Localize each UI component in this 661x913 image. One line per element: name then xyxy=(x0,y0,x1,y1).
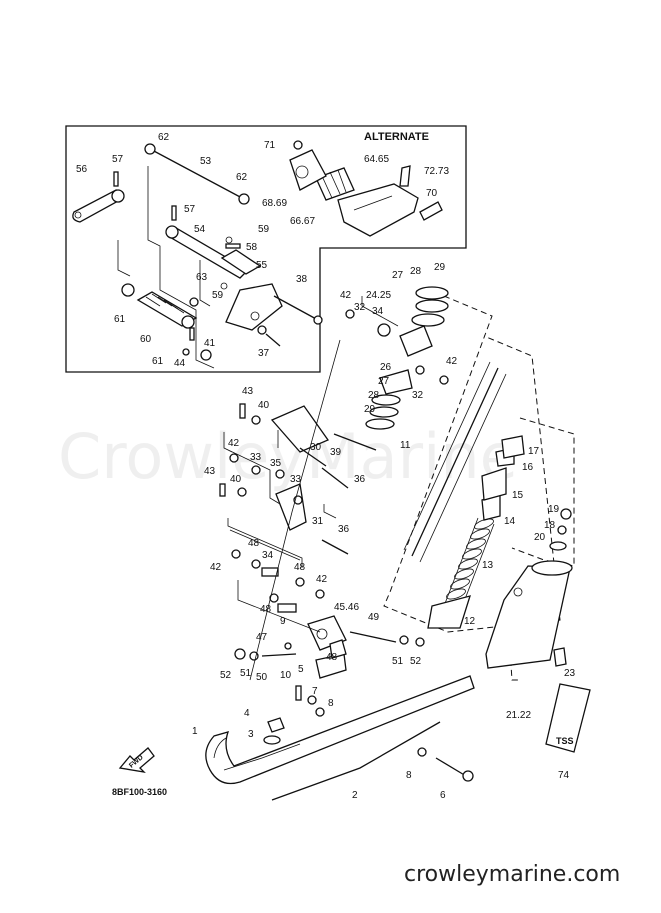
inset-parts xyxy=(72,140,443,369)
callout-label: 10 xyxy=(280,670,292,681)
callout-label: 41 xyxy=(204,338,216,349)
callout-label: 43 xyxy=(242,386,254,397)
callout-label: 23 xyxy=(564,668,576,679)
callout-label: 52 xyxy=(410,656,422,667)
callout-label: 39 xyxy=(330,447,342,458)
callout-label: 38 xyxy=(296,274,308,285)
callout-label: 48 xyxy=(294,562,306,573)
callout-label: 42 xyxy=(316,574,328,585)
callout-label: 30 xyxy=(310,442,322,453)
callout-label: 36 xyxy=(338,524,350,535)
callout-label: 27 xyxy=(392,270,404,281)
callout-label: 51 xyxy=(392,656,404,667)
callout-label: 28 xyxy=(368,390,380,401)
callout-label: 58 xyxy=(246,242,258,253)
tag-label: TSS xyxy=(556,736,574,746)
callout-label: 59 xyxy=(258,224,270,235)
callout-label: 47 xyxy=(256,632,268,643)
callout-label: 29 xyxy=(364,404,376,415)
callout-label: 26 xyxy=(380,362,392,373)
callout-label: 18 xyxy=(544,520,556,531)
callout-label: 33 xyxy=(290,474,302,485)
callout-label: 57 xyxy=(112,154,124,165)
callout-label: 33 xyxy=(250,452,262,463)
callout-label: 21.22 xyxy=(506,710,531,721)
callout-label: 11 xyxy=(400,440,411,451)
callout-label: 68.69 xyxy=(262,198,287,209)
website-text: crowleymarine.com xyxy=(404,862,620,887)
callout-label: 24.25 xyxy=(366,290,391,301)
callout-label: 53 xyxy=(200,156,212,167)
callout-label: 52 xyxy=(220,670,232,681)
callout-label: 14 xyxy=(504,516,516,527)
callout-label: 49 xyxy=(368,612,380,623)
callout-label: 64.65 xyxy=(364,154,389,165)
callout-label: 63 xyxy=(196,272,208,283)
callout-label: 48 xyxy=(248,538,260,549)
callout-label: 13 xyxy=(482,560,494,571)
callout-label: 61 xyxy=(152,356,164,367)
callout-label: 7 xyxy=(312,686,318,697)
callout-label: 43 xyxy=(204,466,216,477)
callout-label: 40 xyxy=(230,474,242,485)
callout-label: 48 xyxy=(326,652,338,663)
callout-label: 28 xyxy=(410,266,422,277)
callout-label: 1 xyxy=(192,726,198,737)
callout-label: 31 xyxy=(312,516,324,527)
callout-label: 74 xyxy=(558,770,570,781)
callout-label: 56 xyxy=(76,164,88,175)
callout-label: 6 xyxy=(440,790,446,801)
callout-label: 62 xyxy=(158,132,170,143)
callout-label: 8 xyxy=(406,770,412,781)
callout-label: 34 xyxy=(372,306,384,317)
callout-label: 66.67 xyxy=(290,216,315,227)
callout-label: 27 xyxy=(378,376,390,387)
callout-label: 32 xyxy=(354,302,366,313)
callout-label: 61 xyxy=(114,314,126,325)
callout-label: 59 xyxy=(212,290,224,301)
callout-label: 57 xyxy=(184,204,196,215)
callout-label: 4 xyxy=(244,708,250,719)
callout-label: 71 xyxy=(264,140,276,151)
callout-label: 35 xyxy=(270,458,282,469)
callout-label: 45.46 xyxy=(334,602,359,613)
callout-label: 9 xyxy=(280,616,286,627)
callout-label: 32 xyxy=(412,390,424,401)
alternate-inset-frame xyxy=(65,125,467,373)
alternate-label: ALTERNATE xyxy=(364,131,429,143)
callout-label: 51 xyxy=(240,668,252,679)
callout-label: 36 xyxy=(354,474,366,485)
callout-label: 15 xyxy=(512,490,524,501)
callout-label: 19 xyxy=(548,504,560,515)
callout-label: 70 xyxy=(426,188,438,199)
callout-label: 37 xyxy=(258,348,270,359)
callout-label: 48 xyxy=(260,604,272,615)
main-parts: TSS xyxy=(118,286,591,801)
callout-label: 8 xyxy=(328,698,334,709)
callout-label: 34 xyxy=(262,550,274,561)
callout-label: 16 xyxy=(522,462,534,473)
callout-label: 17 xyxy=(528,446,540,457)
callout-label: 40 xyxy=(258,400,270,411)
callout-label: 42 xyxy=(446,356,458,367)
callout-label: 20 xyxy=(534,532,546,543)
callout-label: 12 xyxy=(464,616,476,627)
callout-label: 50 xyxy=(256,672,268,683)
callout-label: 5 xyxy=(298,664,304,675)
callout-label: 2 xyxy=(352,790,358,801)
callout-label: 44 xyxy=(174,358,186,369)
callout-label: 62 xyxy=(236,172,248,183)
callout-label: 54 xyxy=(194,224,206,235)
callout-label: 72.73 xyxy=(424,166,449,177)
callout-label: 42 xyxy=(228,438,240,449)
callout-label: 60 xyxy=(140,334,152,345)
diagram-code: 8BF100-3160 xyxy=(112,787,167,797)
callout-label: 29 xyxy=(434,262,446,273)
callout-label: 3 xyxy=(248,729,254,740)
callout-label: 55 xyxy=(256,260,268,271)
callout-label: 42 xyxy=(210,562,222,573)
callout-label: 42 xyxy=(340,290,352,301)
